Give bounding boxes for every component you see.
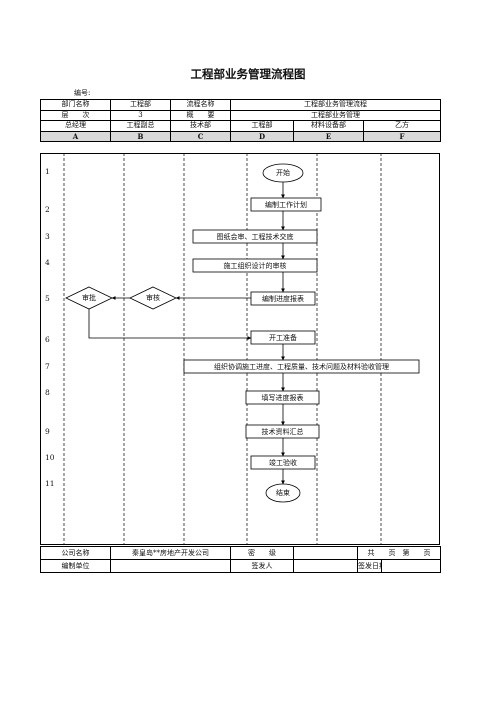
plan-label: 编制工作计划 — [265, 200, 307, 209]
drawings-box — [192, 229, 318, 244]
start-label: 开始 — [276, 169, 290, 177]
footer-row-company: 公司名称 秦皇岛**房地产开发公司 密 级 共 页 第 页 — [40, 546, 441, 560]
page-title: 工程部业务管理流程图 — [190, 67, 306, 81]
issuer-label: 签发人 — [230, 559, 294, 573]
progress-report-label: 编制进度报表 — [262, 294, 304, 303]
row-number-9: 9 — [45, 427, 50, 436]
row-number-4: 4 — [45, 258, 50, 267]
acceptance-label: 竣工验收 — [269, 458, 297, 467]
header-row-roles: 总经理 工程副总 技术部 工程部 材料设备部 乙方 — [40, 120, 442, 132]
row-number-3: 3 — [45, 232, 50, 241]
end-label: 结束 — [276, 489, 290, 497]
construction-review-label: 施工组织设计的审核 — [223, 261, 287, 270]
row-number-2: 2 — [45, 205, 50, 214]
approve-label: 审批 — [82, 294, 96, 302]
review-label: 审核 — [146, 294, 160, 302]
summary-label: 技术资料汇总 — [261, 427, 304, 436]
flowchart-grid — [40, 153, 440, 545]
row-number-8: 8 — [45, 388, 50, 397]
issuer-value — [293, 559, 358, 573]
footer-row-unit: 编制单位 签发人 签发日期 — [40, 559, 441, 573]
construction-review-box — [192, 258, 318, 273]
fill-report-label: 填写进度报表 — [261, 393, 304, 402]
code-label: 编号: — [74, 89, 91, 97]
row-number-11: 11 — [45, 479, 55, 488]
secret-value — [293, 546, 358, 560]
unit-label: 编制单位 — [40, 559, 111, 573]
plan-box — [250, 197, 322, 212]
preparation-label: 开工准备 — [269, 333, 297, 342]
unit-value — [110, 559, 231, 573]
row-number-5: 5 — [45, 294, 50, 303]
date-value — [381, 559, 441, 573]
arrow-approve-preparation — [88, 309, 252, 340]
company-label: 公司名称 — [40, 546, 111, 560]
header-row-columns: A B C D E F — [40, 130, 442, 142]
row-number-6: 6 — [45, 335, 50, 344]
company-value: 秦皇岛**房地产开发公司 — [110, 546, 231, 560]
coordinate-box — [183, 359, 420, 374]
review-diamond — [129, 286, 177, 310]
drawings-label: 图纸会审、工程技术交底 — [216, 232, 294, 241]
date-label: 签发日期 — [357, 559, 382, 573]
column-f: F — [362, 130, 442, 142]
pages-label: 共 页 第 页 — [357, 546, 441, 560]
header-table: 部门名称 工程部 流程名称 工程部业务管理流程 层 次 3 概 要 工程部业务管… — [40, 99, 442, 142]
footer-table: 公司名称 秦皇岛**房地产开发公司 密 级 共 页 第 页 编制单位 签发人 签… — [40, 546, 441, 573]
row-number-10: 10 — [45, 453, 55, 462]
coordinate-label: 组织协调施工进度、工程质量、技术问题及材料验收管理 — [214, 362, 389, 371]
role-f: 乙方 — [362, 120, 442, 132]
row-number-7: 7 — [45, 362, 50, 371]
row-number-1: 1 — [45, 167, 50, 176]
secret-label: 密 级 — [230, 546, 294, 560]
